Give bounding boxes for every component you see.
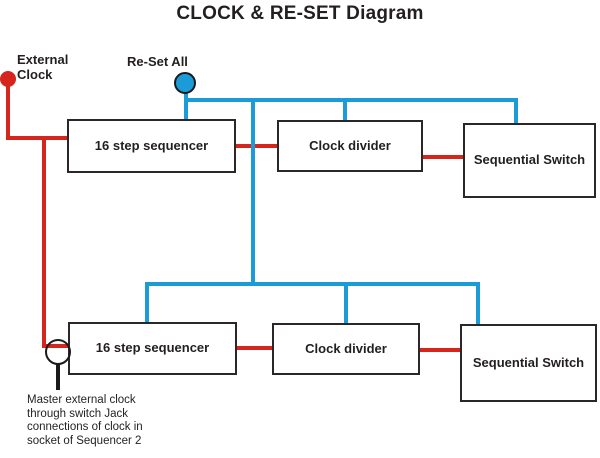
wire-master-clock-branch <box>42 136 46 348</box>
box-clock-divider-2-label: Clock divider <box>305 340 387 356</box>
wire-reset-drop-seq1 <box>184 92 188 119</box>
wire-external-clock-horizontal <box>6 136 67 140</box>
box-sequencer-1: 16 step sequencer <box>67 119 236 173</box>
box-sequencer-1-label: 16 step sequencer <box>94 137 209 153</box>
jack-caption: Master external clock through switch Jac… <box>27 394 143 447</box>
box-sequencer-2: 16 step sequencer <box>68 322 237 375</box>
box-sequential-switch-1: Sequential Switch <box>463 123 596 198</box>
jack-socket-icon <box>45 339 71 365</box>
jack-socket-pointer-icon <box>56 364 60 390</box>
external-clock-terminal-icon <box>0 71 16 87</box>
page-title: CLOCK & RE-SET Diagram <box>176 3 424 24</box>
box-clock-divider-1: Clock divider <box>277 120 423 172</box>
external-clock-label: External Clock <box>17 52 69 82</box>
wire-reset-drop-divider1 <box>343 98 347 120</box>
wire-seq2-to-divider2 <box>237 346 272 350</box>
box-sequential-switch-1-label: Sequential Switch <box>473 152 586 168</box>
wire-reset-bus-vertical <box>251 98 255 286</box>
wire-divider1-to-switch1 <box>423 155 463 159</box>
box-clock-divider-2: Clock divider <box>272 323 420 375</box>
wire-reset-drop-divider2 <box>344 282 348 323</box>
wire-reset-bus-top <box>184 98 518 102</box>
wire-reset-bus-bottom <box>145 282 480 286</box>
box-sequential-switch-2-label: Sequential Switch <box>472 354 585 370</box>
box-clock-divider-1-label: Clock divider <box>309 137 391 153</box>
wire-seq1-to-divider1 <box>236 144 277 148</box>
reset-all-terminal-icon <box>174 72 196 94</box>
wire-reset-drop-switch1 <box>514 98 518 123</box>
reset-all-label: Re-Set All <box>127 54 188 69</box>
wire-divider2-to-switch2 <box>420 348 460 352</box>
box-sequential-switch-2: Sequential Switch <box>460 324 597 402</box>
wire-reset-drop-seq2 <box>145 282 149 322</box>
wire-reset-drop-switch2 <box>476 282 480 324</box>
box-sequencer-2-label: 16 step sequencer <box>95 340 210 356</box>
wire-external-clock-vertical <box>6 84 10 140</box>
